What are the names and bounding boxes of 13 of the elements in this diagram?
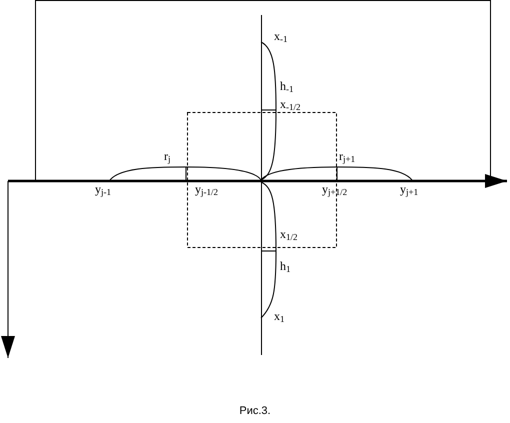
figure-caption: Рис.3. [238,404,272,419]
axis-label: x$_{-1}$ [274,30,288,42]
axis-label: y$_{j-1/2}$ [195,183,218,195]
axis-label: y$_{j+1/2}$ [322,183,348,195]
axis-label: y$_{j+1}$ [400,183,418,195]
axis-label: x$_{1/2}$ [280,228,298,240]
axis-label: h$_{1}$ [280,260,290,272]
axis-label: y$_{j-1}$ [95,183,111,195]
axis-label: x$_{-1/2}$ [280,98,300,110]
axis-label: r$_{j+1}$ [339,150,356,162]
axis-label: x$_{1}$ [274,310,284,322]
axis-label: r$_{j}$ [164,150,171,162]
axis-label: h$_{-1}$ [280,80,294,92]
